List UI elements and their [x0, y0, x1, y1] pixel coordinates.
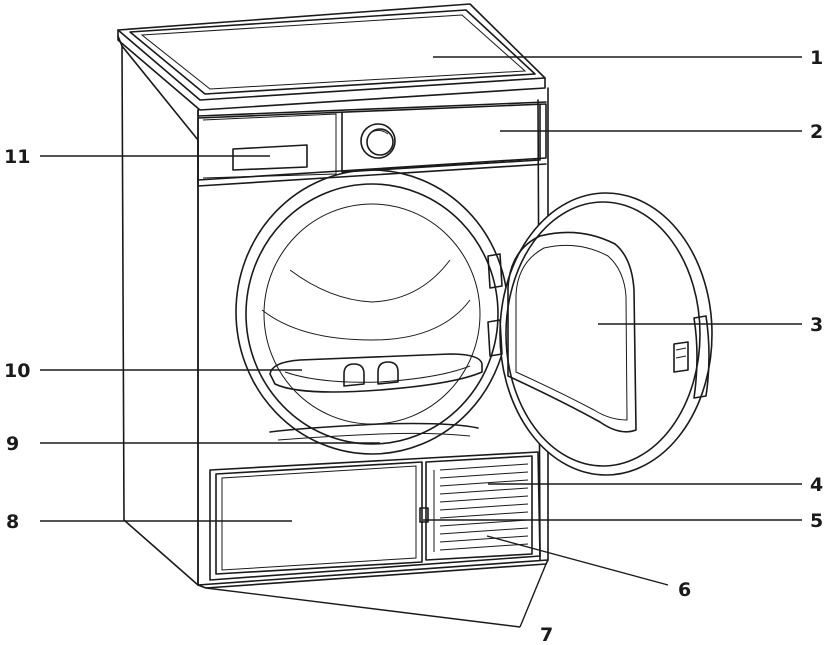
callout-11: 11 — [4, 146, 30, 168]
callout-2: 2 — [810, 121, 823, 143]
leader-lines — [40, 56, 802, 628]
leader-6 — [486, 535, 669, 586]
door-handle — [693, 315, 710, 399]
callout-labels: 1 2 3 4 5 6 7 8 9 10 11 — [4, 47, 823, 645]
callout-1: 1 — [810, 47, 823, 69]
cabinet-side — [117, 35, 199, 586]
ventilation-grille — [433, 463, 529, 552]
drum-opening — [235, 169, 509, 455]
callout-7: 7 — [540, 624, 553, 645]
door-hinge-bottom — [487, 319, 503, 357]
door-hinge-top — [487, 253, 503, 289]
adjustable-feet — [197, 559, 549, 589]
callout-4: 4 — [810, 474, 823, 496]
callout-8: 8 — [6, 511, 19, 533]
water-tank-drawer — [232, 144, 308, 171]
condenser-cover — [197, 451, 549, 589]
lower-front — [269, 422, 479, 441]
callout-3: 3 — [810, 314, 823, 336]
door — [487, 192, 713, 476]
leader-7a — [205, 587, 521, 628]
programme-knob — [360, 123, 396, 159]
callout-10: 10 — [4, 360, 30, 382]
door-lock — [673, 341, 689, 373]
callout-5: 5 — [810, 510, 823, 532]
top-panel — [117, 3, 547, 117]
lint-filter — [269, 353, 483, 393]
callout-9: 9 — [6, 433, 19, 455]
callout-6: 6 — [678, 579, 691, 601]
leader-7b — [519, 563, 547, 628]
control-panel — [197, 103, 547, 187]
cover-latch — [419, 507, 429, 523]
